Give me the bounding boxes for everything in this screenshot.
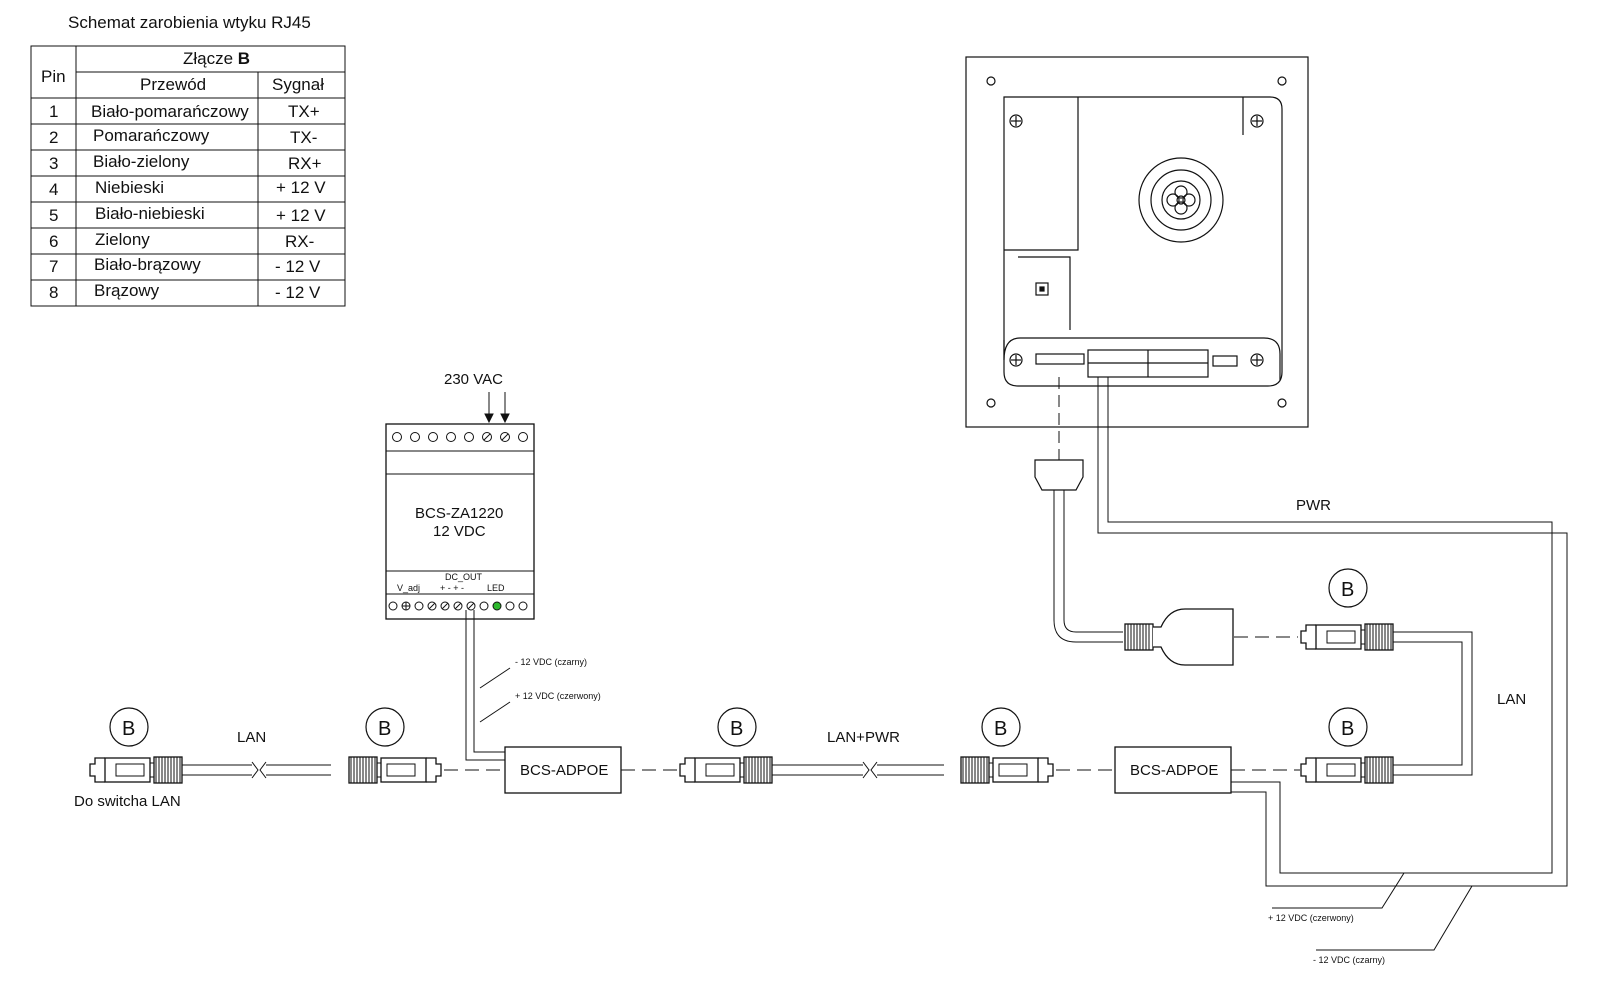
table-cell-signal: RX-: [285, 232, 314, 251]
connector-b-label: B: [122, 718, 135, 740]
table-cell-pin: 4: [49, 180, 58, 199]
cable-lan-pwr: [772, 761, 944, 779]
cable-label-pwr: PWR: [1296, 497, 1331, 514]
table-cell-wire: Biało-zielony: [93, 152, 190, 171]
rj45-plug-3: [680, 757, 772, 783]
table-cell-signal: - 12 V: [275, 283, 321, 302]
psu-model: BCS-ZA1220: [415, 505, 503, 522]
connector-b-label: B: [1341, 718, 1354, 740]
psu-voltage: 12 VDC: [433, 523, 486, 540]
table-cell-wire: Biało-brązowy: [94, 255, 201, 274]
rj45-plug-2: [348, 756, 442, 784]
adapter-left-label: BCS-ADPOE: [520, 762, 608, 779]
connector-b-label: B: [1341, 579, 1354, 601]
rj45-plug-5: [1301, 624, 1393, 650]
rj45-plug-6: [1301, 757, 1393, 783]
table-cell-wire: Zielony: [95, 230, 150, 249]
table-cell-wire: Brązowy: [94, 281, 160, 300]
table-header-pin: Pin: [41, 67, 66, 86]
table-cell-pin: 7: [49, 257, 58, 276]
wire-label-minus-right: - 12 VDC (czarny): [1313, 955, 1385, 965]
table-cell-pin: 3: [49, 154, 58, 173]
psu-polarity-label: + - + -: [440, 583, 464, 593]
rj45-plug-switch: [90, 757, 182, 783]
table-cell-pin: 5: [49, 206, 58, 225]
table-cell-pin: 6: [49, 232, 58, 251]
psu-dc-out-label: DC_OUT: [445, 572, 483, 582]
table-cell-wire: Pomarańczowy: [93, 126, 210, 145]
table-cell-wire: Biało-niebieski: [95, 204, 205, 223]
psu-input-label: 230 VAC: [444, 371, 503, 388]
rj45-pinout-table: [30, 45, 346, 307]
connector-b-label: B: [730, 718, 743, 740]
adapter-right-label: BCS-ADPOE: [1130, 762, 1218, 779]
table-cell-wire: Biało-pomarańczowy: [91, 102, 249, 121]
wire-label-plus-right: + 12 VDC (czerwony): [1268, 913, 1354, 923]
psu-top-terminals: [392, 432, 528, 442]
wire-label-plus-left: + 12 VDC (czerwony): [515, 691, 601, 701]
cable-lan-left: [182, 761, 331, 779]
table-cell-signal: RX+: [288, 154, 322, 173]
adapter-right-box: [1114, 746, 1232, 794]
page-title: Schemat zarobienia wtyku RJ45: [68, 13, 311, 32]
power-supply: 230 VAC BCS-ZA1220 12 VDC DC_OUT V_adj +…: [385, 371, 535, 620]
cable-label-lan-pwr: LAN+PWR: [827, 729, 900, 746]
psu-vadj-label: V_adj: [397, 583, 420, 593]
rj45-jack-panel: [1124, 608, 1234, 666]
psu-output-wires: [465, 610, 511, 761]
table-header-signal: Sygnał: [272, 75, 324, 94]
panel-lan-cable: [1034, 377, 1123, 643]
table-cell-signal: TX-: [290, 128, 317, 147]
door-station-panel: [965, 56, 1309, 428]
table-cell-signal: + 12 V: [276, 206, 326, 225]
table-cell-signal: - 12 V: [275, 257, 321, 276]
table-header-connector: Złącze B: [183, 49, 250, 68]
table-cell-signal: TX+: [288, 102, 320, 121]
cable-label-lan-left: LAN: [237, 729, 266, 746]
table-cell-pin: 2: [49, 128, 58, 147]
psu-led-indicator: [492, 601, 502, 611]
psu-bottom-terminals: [388, 601, 528, 611]
connector-b-label: B: [378, 718, 391, 740]
rj45-plug-4: [960, 756, 1054, 784]
cable-label-lan-right: LAN: [1497, 691, 1526, 708]
table-cell-pin: 8: [49, 283, 58, 302]
wire-label-minus-left: - 12 VDC (czarny): [515, 657, 587, 667]
psu-led-label: LED: [487, 583, 505, 593]
table-rows: 1 Biało-pomarańczowy TX+ 2 Pomarańczowy …: [49, 102, 326, 302]
cable-lan-right: [1393, 631, 1473, 776]
connector-b-markers: [109, 568, 1368, 747]
connector-b-label: B: [994, 718, 1007, 740]
table-header-wire: Przewód: [140, 75, 206, 94]
table-cell-signal: + 12 V: [276, 178, 326, 197]
switch-label: Do switcha LAN: [74, 793, 181, 810]
table-cell-pin: 1: [49, 102, 58, 121]
cable-pwr: [1097, 377, 1568, 951]
psu-input-arrows: [484, 392, 510, 424]
table-cell-wire: Niebieski: [95, 178, 164, 197]
